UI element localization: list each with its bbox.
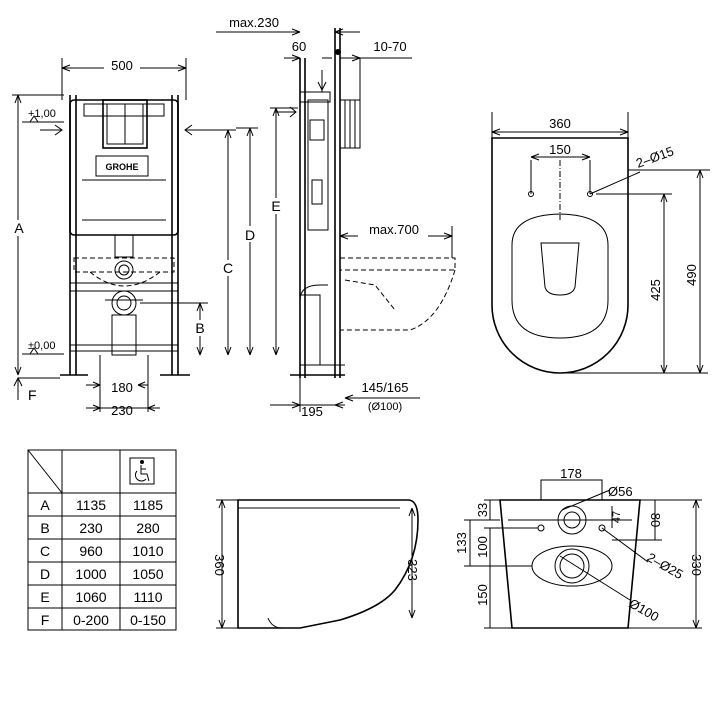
dim-back-33: 33 bbox=[475, 503, 490, 517]
dim-back-d56: Ø56 bbox=[608, 484, 633, 499]
bowl-back-view: 178 Ø56 Ø100 2–Ø25 47 33 80 133 bbox=[454, 466, 704, 629]
row-e-label: E bbox=[40, 589, 49, 605]
dim-width-500: 500 bbox=[111, 58, 133, 73]
row-e-accessible: 1110 bbox=[133, 589, 162, 605]
label-e: E bbox=[271, 198, 280, 214]
row-f-standard: 0-200 bbox=[73, 612, 109, 628]
dim-back-2d25: 2–Ø25 bbox=[645, 550, 686, 583]
row-c-accessible: 1010 bbox=[132, 543, 163, 559]
dim-back-d100: Ø100 bbox=[627, 596, 662, 625]
wheelchair-icon bbox=[129, 457, 155, 485]
label-d: D bbox=[245, 227, 255, 243]
dim-side-d100: (Ø100) bbox=[368, 401, 402, 413]
label-c: C bbox=[223, 260, 233, 276]
dim-145-165: 145/165 bbox=[362, 380, 409, 395]
top-view: 360 150 2–Ø15 425 490 bbox=[491, 112, 710, 374]
row-f-label: F bbox=[41, 612, 50, 628]
dim-side-323: 323 bbox=[405, 559, 420, 581]
row-d-accessible: 1050 bbox=[132, 566, 163, 582]
brand-logo: GROHE bbox=[105, 162, 138, 172]
dim-back-150: 150 bbox=[475, 584, 490, 606]
dim-back-100: 100 bbox=[475, 536, 490, 558]
label-f: F bbox=[28, 387, 37, 403]
dim-180: 180 bbox=[111, 380, 133, 395]
dim-max230: max.230 bbox=[229, 15, 279, 30]
dim-230-front: 230 bbox=[111, 403, 133, 418]
dim-max700: max.700 bbox=[369, 222, 419, 237]
dimension-table: A 1135 1185 B 230 280 C 960 1010 D 1000 … bbox=[27, 449, 177, 631]
dim-back-47: 47 bbox=[611, 511, 623, 523]
row-a-label: A bbox=[40, 497, 50, 513]
row-d-standard: 1000 bbox=[75, 566, 106, 582]
dim-back-80: 80 bbox=[648, 513, 663, 527]
dim-top-490: 490 bbox=[684, 264, 699, 286]
table-rows: A 1135 1185 B 230 280 C 960 1010 D 1000 … bbox=[40, 497, 166, 628]
label-b: B bbox=[195, 320, 204, 336]
row-a-standard: 1135 bbox=[76, 497, 106, 513]
dim-back-133: 133 bbox=[454, 532, 469, 554]
row-a-accessible: 1185 bbox=[133, 497, 163, 513]
dim-side-360: 360 bbox=[212, 554, 227, 576]
dim-top-150: 150 bbox=[549, 142, 571, 157]
row-f-accessible: 0-150 bbox=[130, 612, 166, 628]
row-c-standard: 960 bbox=[79, 543, 103, 559]
label-a: A bbox=[14, 220, 24, 236]
dim-back-178: 178 bbox=[560, 466, 582, 481]
dim-back-330: 330 bbox=[689, 554, 704, 576]
dim-60: 60 bbox=[292, 39, 306, 54]
row-b-standard: 230 bbox=[79, 520, 103, 536]
dim-top-360: 360 bbox=[549, 116, 571, 131]
dim-top-425: 425 bbox=[648, 279, 663, 301]
dim-195: 195 bbox=[301, 404, 323, 419]
row-c-label: C bbox=[40, 543, 50, 559]
row-b-accessible: 280 bbox=[136, 520, 160, 536]
row-b-label: B bbox=[40, 520, 49, 536]
row-e-standard: 1060 bbox=[75, 589, 106, 605]
side-view: max.230 60 10-70 E max.700 195 145/ bbox=[216, 15, 456, 419]
dim-10-70: 10-70 bbox=[373, 39, 406, 54]
row-d-label: D bbox=[40, 566, 50, 582]
front-view: GROHE 500 +1,00 ±0,00 bbox=[12, 58, 258, 418]
bowl-side-view: 360 323 bbox=[212, 499, 420, 629]
dim-top-holes: 2–Ø15 bbox=[634, 143, 676, 170]
